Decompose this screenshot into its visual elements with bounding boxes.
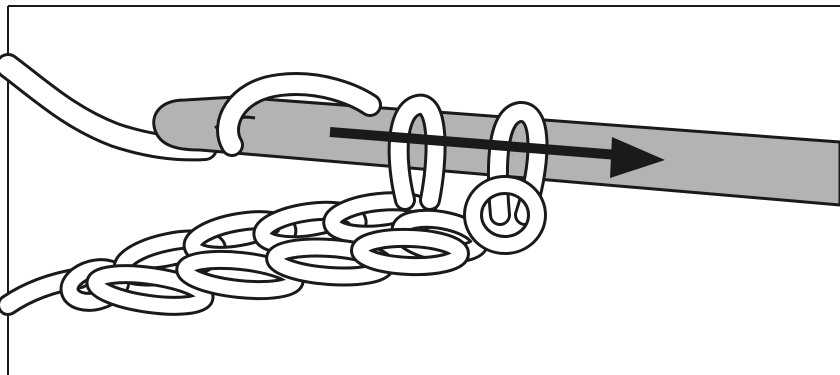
pull-through-arrow [329, 127, 665, 178]
yarn-over-loop [216, 72, 382, 157]
loop-twist [463, 175, 547, 255]
hook-loop-1 [387, 93, 447, 211]
chain-link [85, 264, 215, 316]
chain-link [350, 227, 470, 277]
hook-loop-2 [486, 101, 549, 226]
loops-on-hook [387, 93, 549, 255]
chain-stitches [59, 191, 490, 316]
